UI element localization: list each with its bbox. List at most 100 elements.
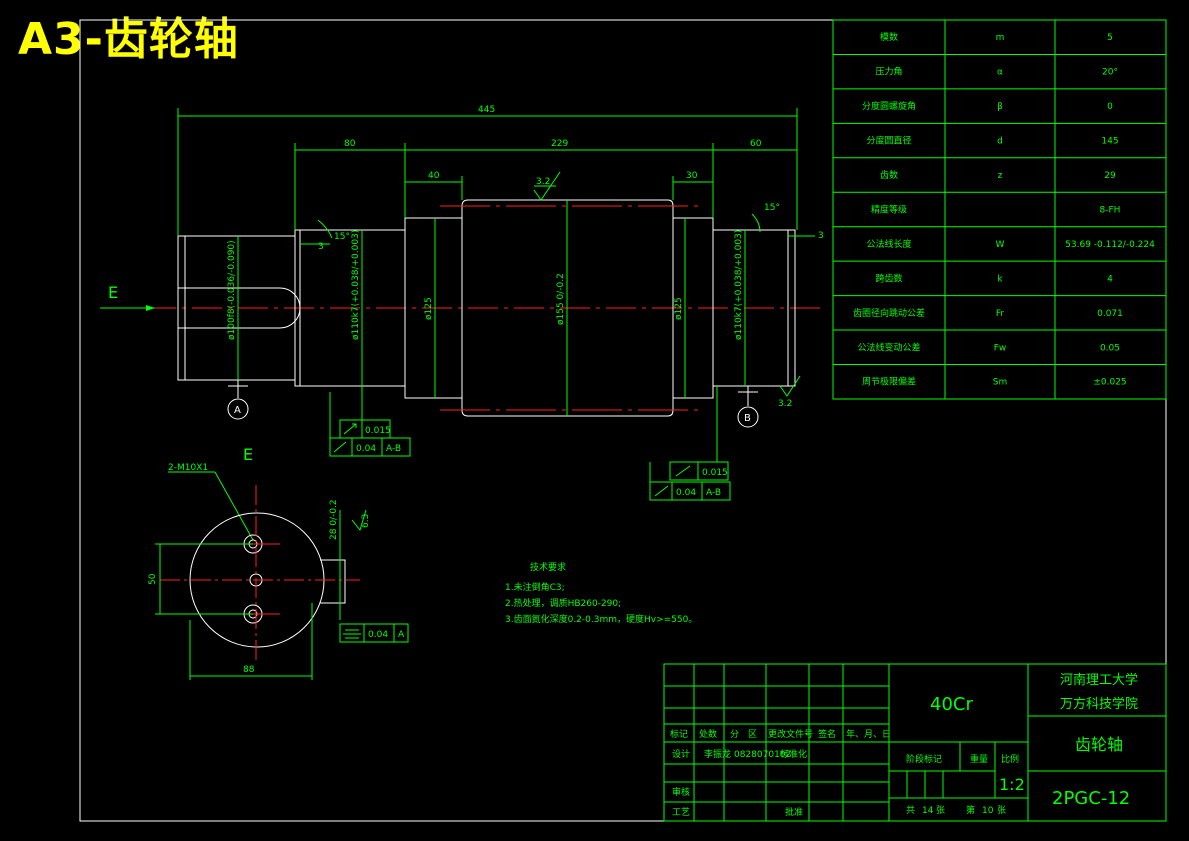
gear-param-symbol: Fr bbox=[996, 309, 1005, 319]
gear-param-symbol: α bbox=[997, 68, 1003, 78]
gear-param-symbol: Sm bbox=[993, 378, 1007, 388]
gear-body bbox=[461, 199, 674, 417]
svg-text:A: A bbox=[398, 630, 405, 640]
roughness-symbol-top bbox=[533, 171, 561, 201]
dim-section-width: 50 bbox=[148, 573, 158, 585]
dim-d1: ø100f8(-0.036/-0.090) bbox=[227, 240, 237, 340]
title-block: 标记 处数 分 区 更改文件号 签名 年、月、日 设计 李振龙 08280701… bbox=[663, 663, 1167, 822]
gear-param-name: 齿圈径向跳动公差 bbox=[853, 307, 925, 319]
svg-text:0.015: 0.015 bbox=[365, 426, 391, 436]
keyway-section bbox=[320, 559, 346, 604]
dim-step-right: 30 bbox=[686, 171, 698, 181]
gear-param-value: 29 bbox=[1104, 171, 1116, 181]
dim-right: 60 bbox=[750, 139, 762, 149]
svg-text:0828070102: 0828070102 bbox=[734, 750, 791, 760]
thread-label: 2-M10X1 bbox=[168, 463, 208, 473]
technical-notes: 技术要求 1.未注倒角C3; 2.热处理，调质HB260-290; 3.齿面氮化… bbox=[505, 561, 697, 625]
gear-param-value: 0.071 bbox=[1097, 309, 1123, 319]
runout-frame-left: 0.015 0.04 A-B bbox=[329, 386, 411, 457]
svg-text:处数: 处数 bbox=[699, 728, 717, 740]
dim-d3: ø125 bbox=[424, 297, 434, 320]
view-label-e: E bbox=[108, 283, 118, 302]
gear-param-value: 145 bbox=[1101, 137, 1118, 147]
runout-frame-right: 0.015 0.04 A-B bbox=[649, 386, 731, 501]
svg-text:阶段标记: 阶段标记 bbox=[906, 753, 942, 765]
svg-text:0.04: 0.04 bbox=[356, 444, 376, 454]
gear-param-value: 8-FH bbox=[1100, 205, 1121, 215]
svg-text:审核: 审核 bbox=[672, 786, 690, 798]
angle-right: 15° bbox=[764, 203, 780, 213]
note-line-3: 3.齿面氮化深度0.2-0.3mm，硬度Hv>=550。 bbox=[505, 613, 697, 625]
roughness-keyway: 6.3 bbox=[361, 514, 371, 528]
gear-param-symbol: z bbox=[998, 171, 1003, 181]
dim-key-depth: 28 0/-0.2 bbox=[329, 499, 339, 540]
svg-text:分 区: 分 区 bbox=[730, 729, 757, 740]
dim-left: 80 bbox=[344, 139, 356, 149]
svg-text:14: 14 bbox=[922, 806, 934, 816]
material: 40Cr bbox=[930, 694, 973, 715]
svg-text:A: A bbox=[234, 405, 241, 416]
dim-d6: ø110k7(+0.038/+0.003) bbox=[734, 230, 744, 340]
section-view-e: E 2-M10X1 50 88 28 0/-0.2 bbox=[148, 445, 409, 680]
dim-d5: ø125 bbox=[674, 297, 684, 320]
gear-param-value: 5 bbox=[1107, 33, 1113, 43]
svg-text:标准化: 标准化 bbox=[780, 748, 807, 760]
gear-param-value: 4 bbox=[1107, 274, 1113, 284]
dim-section-length: 88 bbox=[243, 665, 255, 675]
dim-middle: 229 bbox=[551, 139, 568, 149]
gear-param-name: 分度圆螺旋角 bbox=[862, 100, 916, 112]
svg-text:E: E bbox=[243, 445, 253, 464]
gear-param-name: 精度等级 bbox=[871, 203, 907, 215]
svg-text:0.015: 0.015 bbox=[702, 468, 728, 478]
sheet-title: A3-齿轮轴 bbox=[18, 14, 239, 65]
shaft-view bbox=[100, 199, 820, 417]
gear-param-value: ±0.025 bbox=[1093, 378, 1126, 388]
svg-text:第: 第 bbox=[966, 804, 975, 816]
gear-param-value: 53.69 -0.112/-0.224 bbox=[1065, 240, 1155, 250]
angle-left: 15° bbox=[334, 232, 350, 242]
gear-param-symbol: Fw bbox=[994, 343, 1007, 353]
svg-text:更改文件号: 更改文件号 bbox=[768, 728, 813, 740]
svg-text:共: 共 bbox=[906, 805, 915, 816]
note-line-1: 1.未注倒角C3; bbox=[505, 581, 565, 593]
svg-text:张: 张 bbox=[936, 805, 945, 816]
gear-param-name: 公法线变动公差 bbox=[857, 341, 920, 353]
svg-text:工艺: 工艺 bbox=[672, 807, 690, 818]
shaft-section-bearing-right bbox=[712, 229, 796, 387]
drawing-frame bbox=[79, 19, 1167, 822]
svg-text:重量: 重量 bbox=[970, 753, 988, 765]
roughness-right: 3.2 bbox=[778, 399, 792, 409]
svg-text:A-B: A-B bbox=[386, 444, 401, 454]
notes-title: 技术要求 bbox=[530, 561, 566, 573]
svg-text:比例: 比例 bbox=[1001, 753, 1019, 765]
roughness-top: 3.2 bbox=[536, 177, 550, 187]
dim-d4: ø155 0/-0.2 bbox=[556, 273, 566, 325]
note-line-2: 2.热处理，调质HB260-290; bbox=[505, 597, 621, 609]
svg-text:0.04: 0.04 bbox=[368, 630, 388, 640]
gear-param-name: 齿数 bbox=[880, 169, 898, 181]
gear-param-name: 分度圆直径 bbox=[866, 135, 911, 147]
gear-param-name: 模数 bbox=[880, 31, 898, 43]
svg-text:批准: 批准 bbox=[785, 806, 803, 818]
datum-a: A bbox=[227, 380, 249, 420]
gear-param-symbol: m bbox=[996, 33, 1005, 43]
dim-d2: ø110k7(+0.038/+0.003) bbox=[351, 230, 361, 340]
gear-param-value: 0.05 bbox=[1100, 343, 1120, 353]
svg-text:0.04: 0.04 bbox=[676, 488, 696, 498]
gear-param-value: 20° bbox=[1102, 68, 1118, 78]
roughness-symbol-right bbox=[779, 375, 801, 397]
gear-param-name: 公法线长度 bbox=[866, 238, 911, 250]
dim-chamfer-left: 3 bbox=[318, 242, 324, 252]
svg-text:李振龙: 李振龙 bbox=[704, 748, 731, 760]
dimensions-top: 445 80 229 60 40 30 3 3 15° 15° bbox=[177, 105, 824, 409]
scale: 1:2 bbox=[999, 775, 1025, 794]
gear-param-name: 周节极限偏差 bbox=[862, 376, 916, 388]
gear-param-value: 0 bbox=[1107, 102, 1113, 112]
gear-param-name: 跨齿数 bbox=[875, 272, 902, 284]
gear-param-symbol: d bbox=[997, 137, 1003, 147]
drawing-code: 2PGC-12 bbox=[1052, 788, 1130, 809]
shaft-section-shoulder-right bbox=[672, 217, 714, 399]
svg-text:标记: 标记 bbox=[670, 728, 688, 740]
